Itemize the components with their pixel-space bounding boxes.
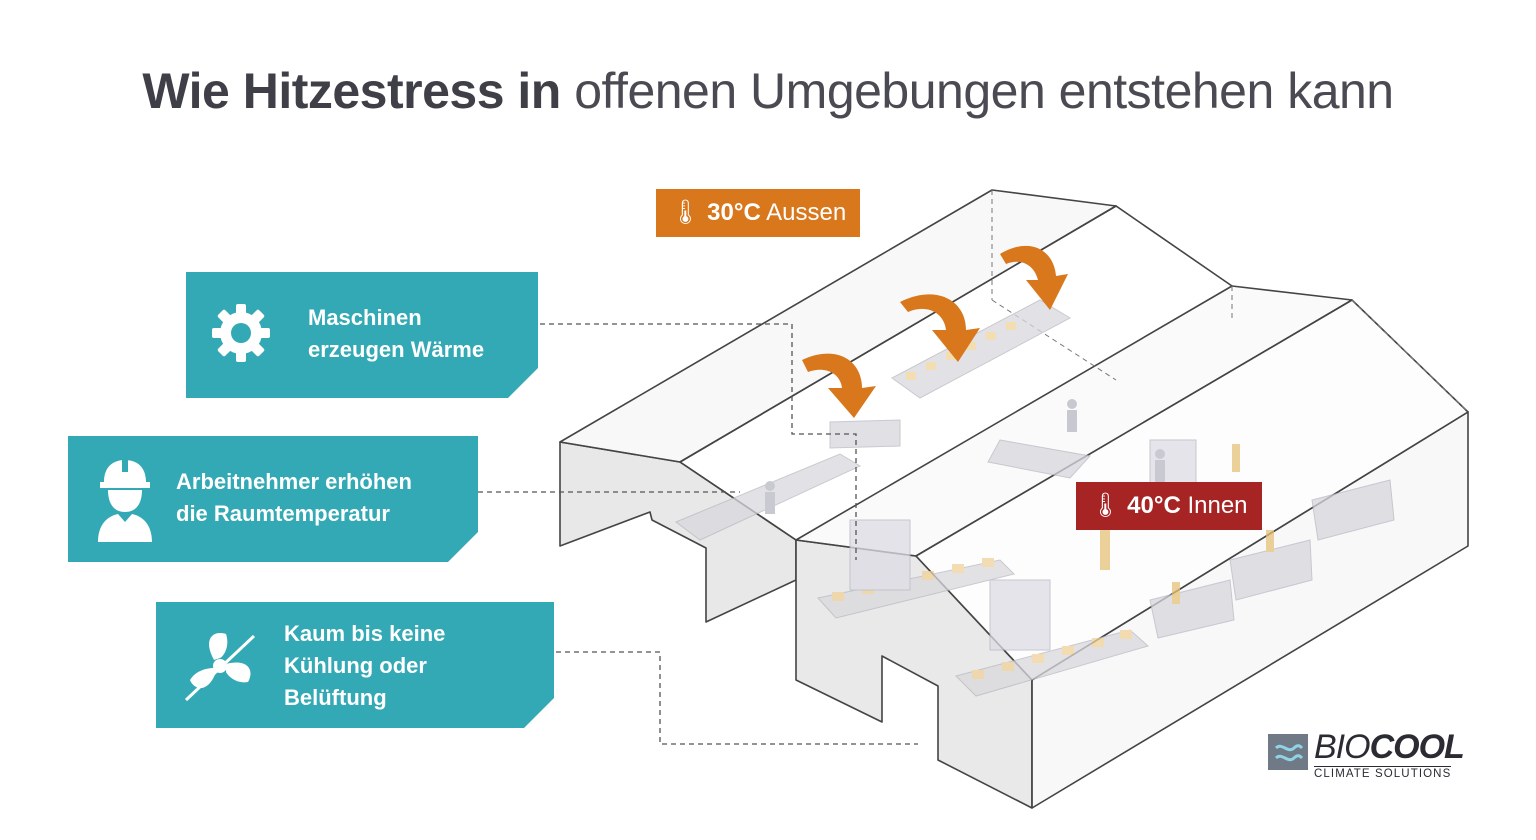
title-light: offenen Umgebungen entstehen kann — [574, 63, 1394, 119]
callout-line: die Raumtemperatur — [176, 501, 390, 526]
callout-line: Belüftung — [284, 685, 387, 710]
workstation — [1229, 539, 1313, 601]
heat-arrows — [802, 245, 1068, 418]
callout-line: Kaum bis keine — [284, 621, 446, 646]
temperature-value: 30 — [707, 199, 734, 226]
workstation — [987, 439, 1091, 479]
temperature-label: Innen — [1187, 492, 1248, 519]
workstation — [1311, 479, 1395, 541]
gear-icon — [210, 302, 272, 364]
callout-line: Arbeitnehmer erhöhen — [176, 469, 412, 494]
biocool-logo: BIOCOOL CLIMATE SOLUTIONS — [1268, 728, 1498, 782]
temperature-inside-badge: 🌡 40°C Innen — [1076, 482, 1262, 530]
logo-tagline: CLIMATE SOLUTIONS — [1314, 766, 1452, 780]
callout-line: erzeugen Wärme — [308, 337, 485, 362]
robot-arms — [1100, 444, 1274, 604]
machines — [674, 299, 1395, 697]
heat-arrow-icon — [802, 353, 876, 418]
temperature-unit: °C — [1153, 492, 1181, 519]
logo-brand-light: BIO — [1314, 728, 1371, 766]
heat-arrow-icon — [1000, 245, 1068, 310]
callout-machines: Maschinen erzeugen Wärme — [186, 272, 538, 398]
worker-helmet-icon — [96, 456, 154, 544]
left-hall — [559, 189, 1117, 623]
thermometer-icon: 🌡 — [1090, 492, 1121, 519]
temperature-value: 40 — [1127, 492, 1154, 519]
title-bold: Wie Hitzestress in — [142, 63, 561, 119]
callout-workers: Arbeitnehmer erhöhen die Raumtemperatur — [68, 436, 478, 562]
page-title: Wie Hitzestress in offenen Umgebungen en… — [0, 62, 1536, 120]
cabinet — [989, 579, 1051, 651]
workers — [765, 399, 1165, 514]
cabinet — [849, 519, 911, 591]
wave-logo-icon — [1268, 734, 1308, 770]
machine-block — [829, 419, 901, 449]
thermometer-icon: 🌡 — [670, 199, 701, 226]
hidden-edges — [991, 190, 1469, 413]
temperature-outside-badge: 🌡 30°C Aussen — [656, 189, 861, 237]
conveyor — [955, 629, 1150, 697]
temperature-label: Aussen — [766, 199, 847, 226]
logo-brand-bold: COOL — [1369, 728, 1465, 766]
workstation — [1149, 579, 1235, 639]
fan-off-icon — [180, 628, 260, 704]
callout-line: Maschinen — [308, 305, 422, 330]
callout-line: Kühlung oder — [284, 653, 427, 678]
leader-lines — [478, 323, 918, 745]
conveyor — [891, 299, 1072, 399]
heat-arrow-icon — [900, 294, 980, 362]
temperature-unit: °C — [733, 199, 761, 226]
callout-cooling: Kaum bis keine Kühlung oder Belüftung — [156, 602, 554, 728]
